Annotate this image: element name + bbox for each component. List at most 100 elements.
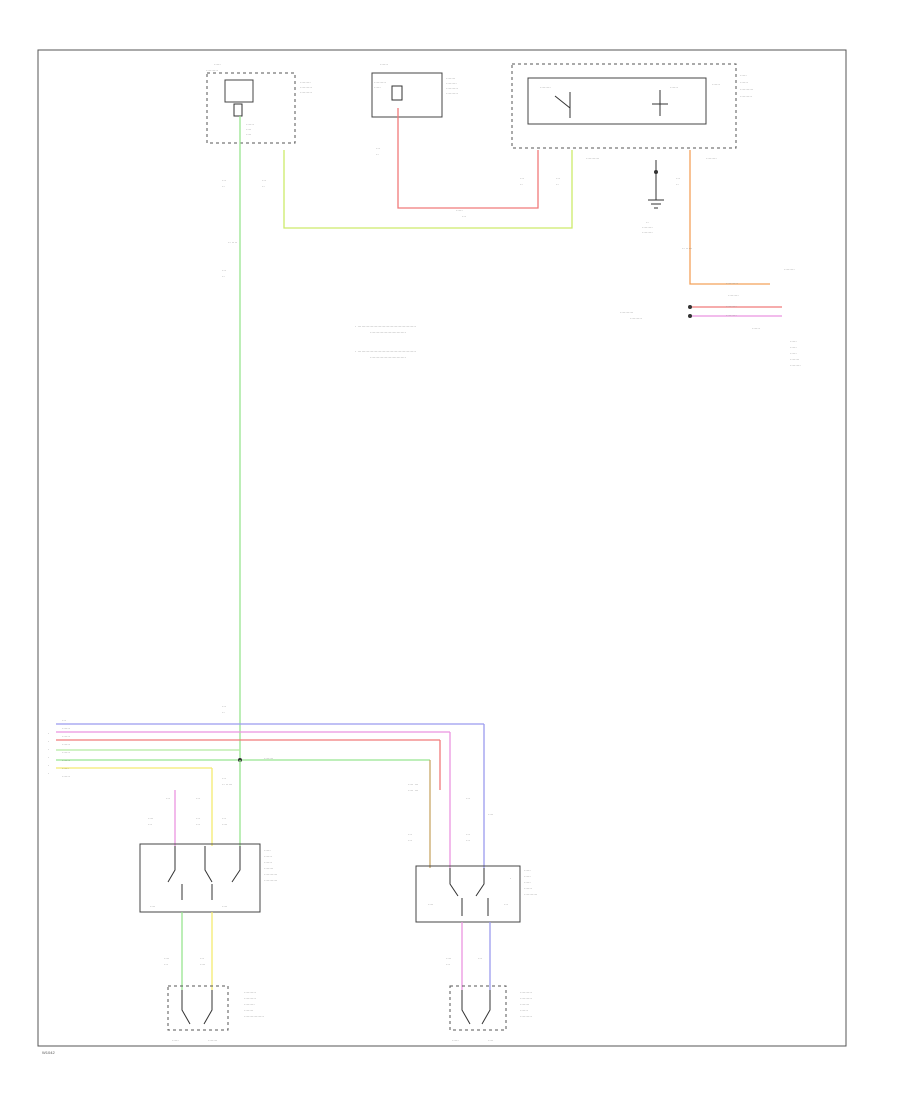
wire-orange <box>689 150 770 285</box>
svg-text:······: ······ <box>62 758 70 763</box>
svg-text:···: ··· <box>466 832 470 837</box>
svg-text:········: ········ <box>706 156 717 161</box>
svg-text:·····: ····· <box>452 1038 459 1043</box>
svg-text:·: · <box>510 876 511 881</box>
svg-text:···: ··· <box>446 962 450 967</box>
wire-yellow-green <box>283 150 573 229</box>
svg-text:········: ········ <box>790 363 801 368</box>
svg-text:·····: ····· <box>264 848 271 853</box>
svg-text:·········: ········· <box>374 80 386 85</box>
svg-text:·: · <box>48 771 49 776</box>
svg-text:···· ···: ···· ··· <box>408 788 418 793</box>
svg-text:·········: ········· <box>446 91 458 96</box>
svg-text:···: ··· <box>62 718 66 723</box>
svg-text:··: ·· <box>556 182 559 187</box>
svg-text:··: ·· <box>676 182 679 187</box>
svg-text:········: ········ <box>642 230 653 235</box>
svg-text:·: · <box>48 755 49 760</box>
svg-text:········: ········ <box>300 80 311 85</box>
svg-text:·········: ········· <box>300 85 312 90</box>
svg-text:·········: ········· <box>244 996 256 1001</box>
notes: · ······································… <box>355 324 416 360</box>
svg-text:·: · <box>48 731 49 736</box>
svg-text:······: ······ <box>752 326 760 331</box>
svg-text:·: · <box>48 747 49 752</box>
svg-text:·····: ····· <box>456 208 463 213</box>
svg-text:········: ········ <box>726 313 737 318</box>
switch-contact-icon <box>461 990 491 1025</box>
svg-text:· ···························: · ······································… <box>355 324 416 329</box>
switch-contact-icon <box>449 868 489 916</box>
svg-text:··········: ·········· <box>524 892 537 897</box>
svg-text:···: ··· <box>196 796 200 801</box>
svg-text:···: ··· <box>676 176 680 181</box>
fuse-panel-left: ····· ········· ········ ········· ·····… <box>206 62 312 144</box>
fuse-icon <box>233 103 243 117</box>
svg-text:·······: ······· <box>264 866 273 871</box>
diagram-frame <box>37 49 847 1047</box>
svg-text:·········: ········· <box>740 94 752 99</box>
svg-text:······: ······ <box>62 750 70 755</box>
svg-text:·····: ····· <box>790 339 797 344</box>
svg-text:··: ·· <box>646 220 649 225</box>
svg-text:·····: ····· <box>524 874 531 879</box>
svg-text:······: ······ <box>380 62 388 67</box>
page-tag: W1042 <box>42 1050 55 1055</box>
svg-text:······: ······ <box>264 854 272 859</box>
relay-module: ········ ······ ······ ····· ······ ····… <box>511 63 753 235</box>
svg-text:·······: ······· <box>244 1008 253 1013</box>
svg-text:· ···························: · ······································… <box>355 349 416 354</box>
svg-text:···: ··· <box>262 178 266 183</box>
svg-text:···: ··· <box>164 962 168 967</box>
svg-text:···: ··· <box>408 832 412 837</box>
svg-text:··: ·· <box>222 184 225 189</box>
svg-text:·········: ········· <box>520 990 532 995</box>
fuse-icon <box>391 85 403 101</box>
svg-text:···: ··· <box>200 956 204 961</box>
svg-text:···············: ··············· <box>244 1014 264 1019</box>
svg-text:···: ··· <box>222 816 226 821</box>
svg-text:···· ···: ···· ··· <box>408 782 418 787</box>
svg-text:·: · <box>48 739 49 744</box>
switch-contact-icon <box>167 846 241 900</box>
svg-text:········: ········ <box>540 85 551 90</box>
svg-text:··: ·· <box>222 274 225 279</box>
svg-text:··: ·· <box>262 184 265 189</box>
svg-text:···: ··· <box>466 838 470 843</box>
svg-text:········: ········ <box>728 293 739 298</box>
svg-text:·········: ········· <box>446 86 458 91</box>
left-window-switch: ···· ···· ····· ······ ······ ······· ··… <box>139 843 277 913</box>
svg-text:··········: ·········· <box>620 310 633 315</box>
svg-text:···: ··· <box>520 176 524 181</box>
svg-text:····: ···· <box>428 902 433 907</box>
svg-text:···: ··· <box>556 176 560 181</box>
svg-text:···: ··· <box>376 146 380 151</box>
svg-text:···: ··· <box>222 268 226 273</box>
svg-text:·······: ······· <box>264 756 273 761</box>
switch-contact-icon <box>554 90 668 118</box>
svg-text:······: ······ <box>712 82 720 87</box>
svg-text:···: ··· <box>478 956 482 961</box>
svg-text:········: ········ <box>244 1002 255 1007</box>
svg-text:······: ······ <box>740 80 748 85</box>
svg-text:··········: ·········· <box>586 156 599 161</box>
left-window-motor: ········· ········· ········ ······· ···… <box>167 985 264 1043</box>
switch-contact-icon <box>181 990 213 1025</box>
svg-text:····: ···· <box>222 904 227 909</box>
svg-text:·······: ······· <box>208 1038 217 1043</box>
svg-text:·······: ······· <box>446 76 455 81</box>
svg-text:······: ······ <box>62 742 70 747</box>
svg-text:······: ······ <box>670 85 678 90</box>
svg-text:·····: ····· <box>214 62 221 67</box>
svg-text:···························: ··························· <box>370 330 406 335</box>
svg-text:···: ··· <box>462 214 466 219</box>
ground-icon <box>648 160 664 209</box>
svg-text:·····: ····· <box>172 1038 179 1043</box>
connector-right <box>688 305 782 318</box>
svg-text:···: ··· <box>196 822 200 827</box>
svg-text:······: ······ <box>524 886 532 891</box>
svg-text:······: ······ <box>520 1008 528 1013</box>
svg-text:······: ······ <box>62 774 70 779</box>
svg-text:········: ········ <box>446 81 457 86</box>
fuse-panel-middle: ······ ······· ········ ········· ······… <box>371 62 458 118</box>
